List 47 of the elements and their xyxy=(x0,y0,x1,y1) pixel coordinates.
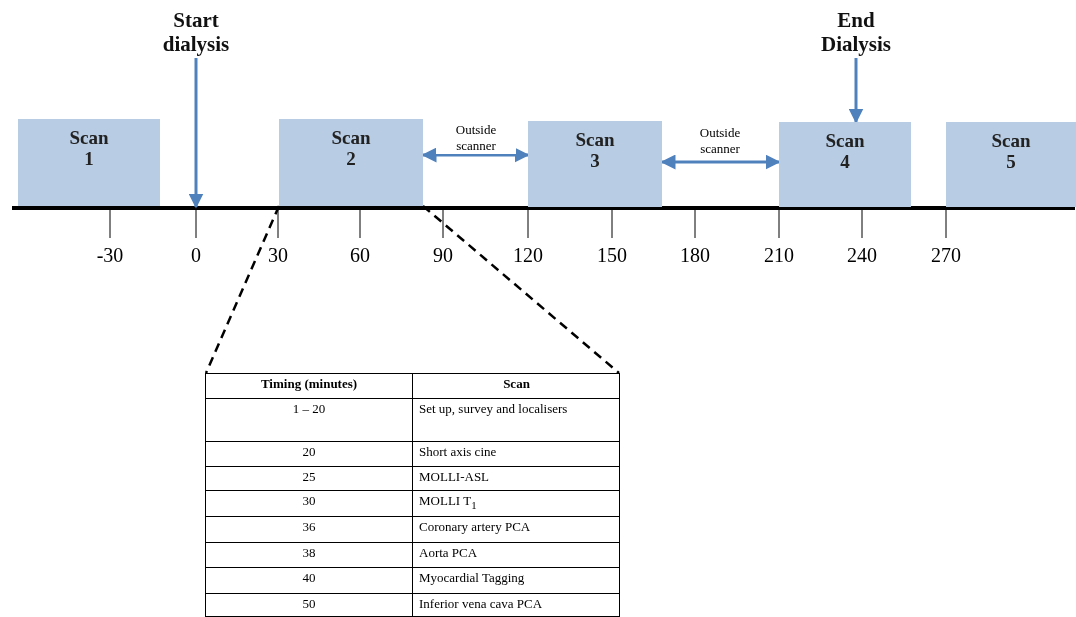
table-cell-text: Inferior vena cava PCA xyxy=(418,595,544,613)
table-cell: Coronary artery PCA xyxy=(413,517,620,543)
table-cell: 25 xyxy=(206,467,413,491)
dashed-line xyxy=(422,205,620,374)
tick-label: 30 xyxy=(268,244,288,267)
scan-label: Scan 1 xyxy=(68,127,110,169)
scan-box xyxy=(18,119,160,206)
tick-label: 120 xyxy=(513,244,543,267)
table-cell: 36 xyxy=(206,517,413,543)
table-cell: 1 – 20 xyxy=(206,399,413,442)
header-cell: Timing (minutes) xyxy=(206,374,413,399)
tick-label: 210 xyxy=(764,244,794,267)
table-cell: Myocardial Tagging xyxy=(413,568,620,594)
table-cell: Aorta PCA xyxy=(413,543,620,568)
arrow xyxy=(188,58,204,209)
event-label: Start dialysis xyxy=(146,8,246,58)
dashed-line xyxy=(204,205,281,374)
tick-label: -30 xyxy=(96,244,124,267)
table-cell: MOLLI T$_{1}$ xyxy=(413,491,620,517)
event-label: End Dialysis xyxy=(806,8,906,58)
arrow xyxy=(848,58,864,124)
edge-label: Outside scanner xyxy=(436,122,516,154)
timing-table xyxy=(205,373,620,617)
table-cell: MOLLI-ASL xyxy=(413,467,620,491)
table-cell: 38 xyxy=(206,543,413,568)
scan-box xyxy=(779,122,911,207)
tick-label: 270 xyxy=(931,244,961,267)
header-cell: Scan xyxy=(413,374,620,399)
table-cell: 20 xyxy=(206,442,413,467)
table-cell: 30 xyxy=(206,491,413,517)
table-cell: Set up, survey and localisers xyxy=(413,399,620,442)
table-cell: 50 xyxy=(206,594,413,617)
scan-label: Scan 5 xyxy=(990,130,1032,172)
tick-label: 90 xyxy=(433,244,453,267)
tick-label: 180 xyxy=(680,244,710,267)
tick-label: 60 xyxy=(350,244,370,267)
tick-label: 0 xyxy=(191,244,201,267)
scan-label: Scan 4 xyxy=(824,130,866,172)
table-cell: 40 xyxy=(206,568,413,594)
scan-label: Scan 3 xyxy=(574,129,616,171)
scan-box xyxy=(279,119,423,206)
tick-label: 240 xyxy=(847,244,877,267)
tick-label: 150 xyxy=(597,244,627,267)
scan-label: Scan 2 xyxy=(330,127,372,169)
table-cell: Short axis cine xyxy=(413,442,620,467)
scan-box xyxy=(946,122,1076,207)
scan-box xyxy=(528,121,662,207)
